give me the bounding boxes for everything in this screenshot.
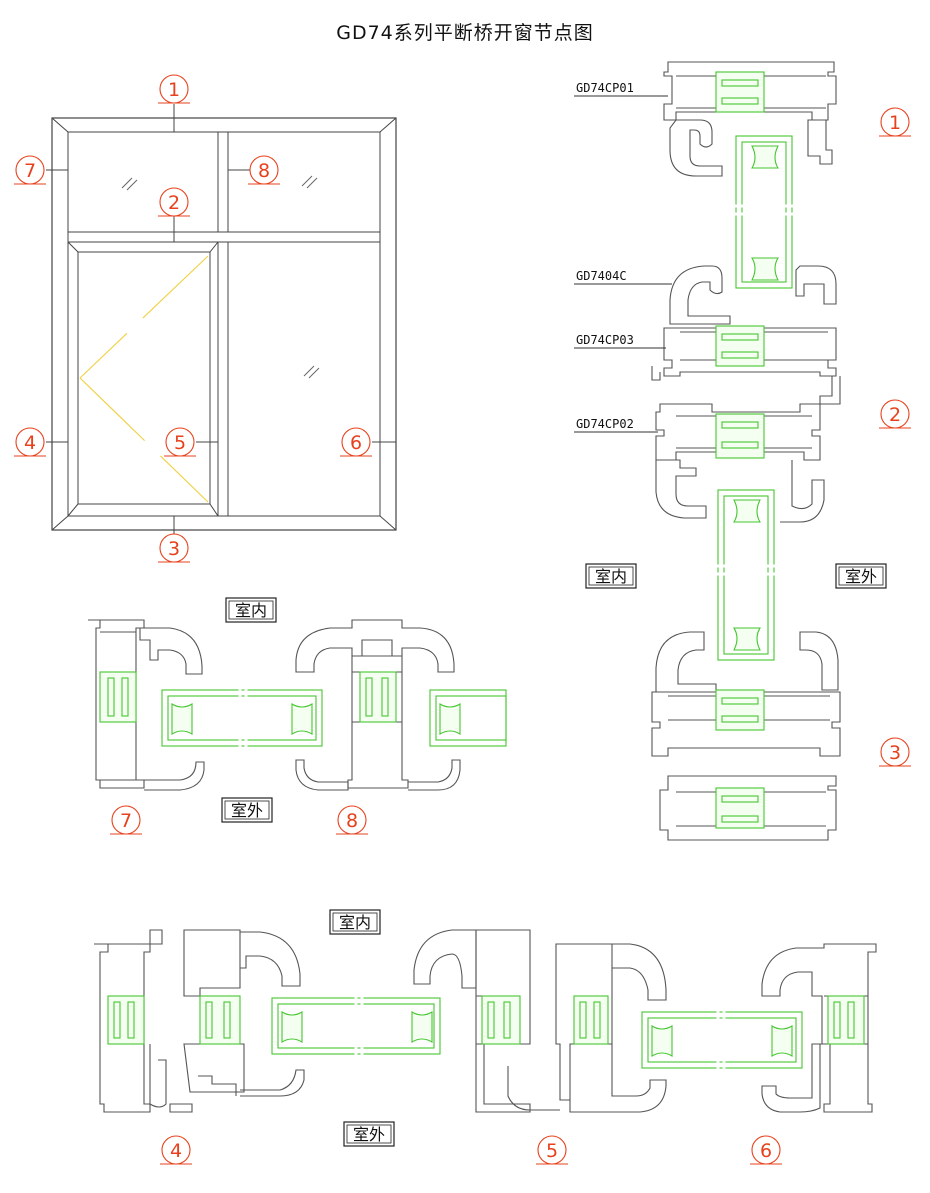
- marker-1-elevation: 1: [157, 74, 191, 104]
- marker-5-elevation: 5: [163, 427, 197, 457]
- svg-text:5: 5: [546, 1140, 558, 1162]
- horizontal-section-7-8: [88, 619, 507, 791]
- outdoor-label-right: 室外: [835, 563, 887, 589]
- horizontal-section-4-5-6: [94, 929, 877, 1113]
- part-label-gd74cp02: GD74CP02: [576, 417, 634, 431]
- marker-8-elevation: 8: [247, 155, 281, 185]
- svg-text:7: 7: [120, 810, 132, 832]
- window-elevation: [46, 104, 397, 534]
- svg-text:1: 1: [168, 79, 180, 101]
- marker-6-section: 6: [749, 1135, 783, 1165]
- svg-text:5: 5: [174, 432, 186, 454]
- svg-text:2: 2: [168, 192, 180, 214]
- svg-text:室内: 室内: [595, 567, 627, 586]
- marker-6-elevation: 6: [339, 427, 373, 457]
- vertical-section: [574, 61, 841, 841]
- svg-text:室外: 室外: [231, 801, 263, 820]
- outdoor-label-4-5-6: 室外: [343, 1121, 395, 1147]
- svg-text:3: 3: [168, 538, 180, 560]
- svg-text:8: 8: [346, 810, 358, 832]
- svg-text:2: 2: [889, 404, 901, 426]
- svg-text:3: 3: [889, 742, 901, 764]
- part-label-gd74cp01: GD74CP01: [576, 81, 634, 95]
- marker-2-section: 2: [878, 399, 912, 429]
- svg-text:室外: 室外: [353, 1125, 385, 1144]
- svg-text:室内: 室内: [339, 913, 371, 932]
- marker-4-elevation: 4: [13, 427, 47, 457]
- marker-2-elevation: 2: [157, 187, 191, 217]
- marker-4-section: 4: [159, 1135, 193, 1165]
- marker-7-elevation: 7: [13, 155, 47, 185]
- indoor-label-7-8: 室内: [225, 597, 277, 623]
- svg-text:4: 4: [24, 432, 36, 454]
- marker-1-section: 1: [878, 107, 912, 137]
- marker-3-section: 3: [878, 737, 912, 767]
- part-label-gd7404c: GD7404C: [576, 269, 627, 283]
- indoor-label-right: 室内: [585, 563, 637, 589]
- page-title: GD74系列平断桥开窗节点图: [336, 22, 594, 44]
- svg-text:4: 4: [170, 1140, 182, 1162]
- svg-text:6: 6: [760, 1140, 772, 1162]
- marker-3-elevation: 3: [157, 533, 191, 563]
- indoor-label-4-5-6: 室内: [329, 909, 381, 935]
- svg-text:8: 8: [258, 160, 270, 182]
- svg-text:7: 7: [24, 160, 36, 182]
- svg-text:6: 6: [350, 432, 362, 454]
- svg-text:室外: 室外: [845, 567, 877, 586]
- part-label-gd74cp03: GD74CP03: [576, 333, 634, 347]
- svg-text:室内: 室内: [235, 601, 267, 620]
- svg-text:1: 1: [889, 112, 901, 134]
- marker-8-section: 8: [335, 805, 369, 835]
- marker-5-section: 5: [535, 1135, 569, 1165]
- outdoor-label-7-8: 室外: [221, 797, 273, 823]
- marker-7-section: 7: [109, 805, 143, 835]
